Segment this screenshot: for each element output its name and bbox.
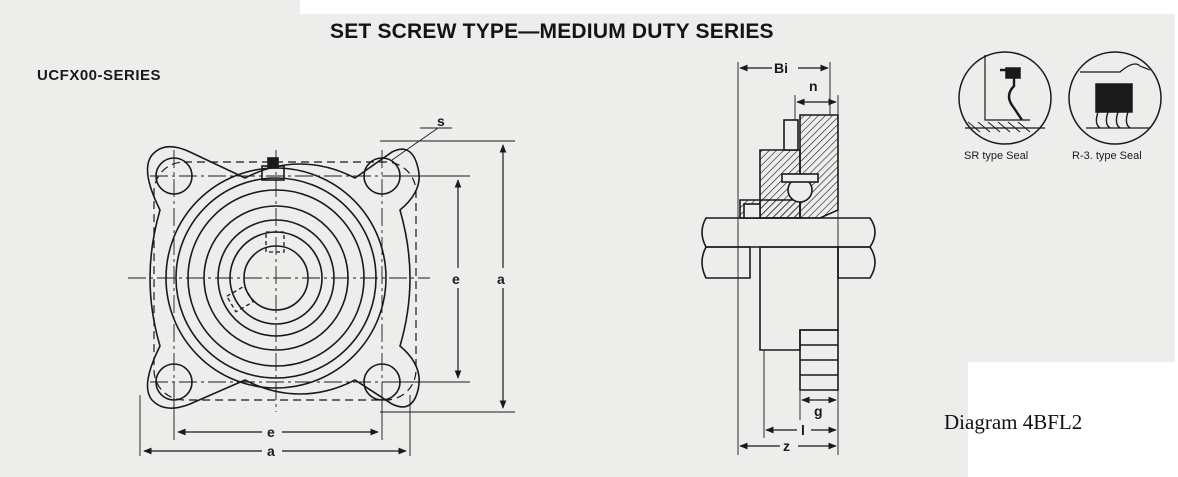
series-label: UCFX00-SERIES — [37, 67, 162, 84]
housing-section — [739, 114, 839, 391]
sr-seal-caption: SR type Seal — [964, 150, 1029, 162]
sr-seal-detail — [958, 51, 1052, 145]
r3-seal-caption: R-3. type Seal — [1072, 150, 1142, 162]
dim-e-horizontal-label: e — [267, 424, 275, 440]
dim-z-label: z — [783, 438, 790, 454]
page-title: SET SCREW TYPE—MEDIUM DUTY SERIES — [330, 20, 774, 43]
center-lines — [128, 150, 430, 412]
shaft — [701, 217, 876, 279]
section-view — [701, 62, 876, 455]
set-screw-section — [743, 119, 799, 219]
front-view-dimension-labels: s e a e a — [262, 113, 513, 459]
extension-lines — [139, 127, 515, 456]
dim-e-vertical-label: e — [452, 271, 460, 287]
ball-bearing — [781, 173, 819, 203]
dim-n-label: n — [809, 78, 818, 94]
r3-seal-detail — [1068, 51, 1162, 145]
section-view-dimension-labels: Bi n g l z — [772, 58, 828, 455]
dim-bi-label: Bi — [774, 60, 788, 76]
front-view — [128, 127, 515, 456]
dim-s-label: s — [437, 113, 445, 129]
grease-nipple — [261, 157, 285, 181]
dim-a-vertical-label: a — [497, 271, 505, 287]
flange-outline — [146, 145, 420, 409]
paper-cut-corner — [968, 362, 1175, 477]
section-extension-lines — [737, 62, 839, 455]
set-screws — [225, 231, 285, 313]
dim-a-horizontal-label: a — [267, 443, 275, 459]
diagram-caption: Diagram 4BFL2 — [944, 410, 1083, 434]
dim-g-label: g — [814, 403, 823, 419]
dim-l-label: l — [801, 422, 805, 438]
